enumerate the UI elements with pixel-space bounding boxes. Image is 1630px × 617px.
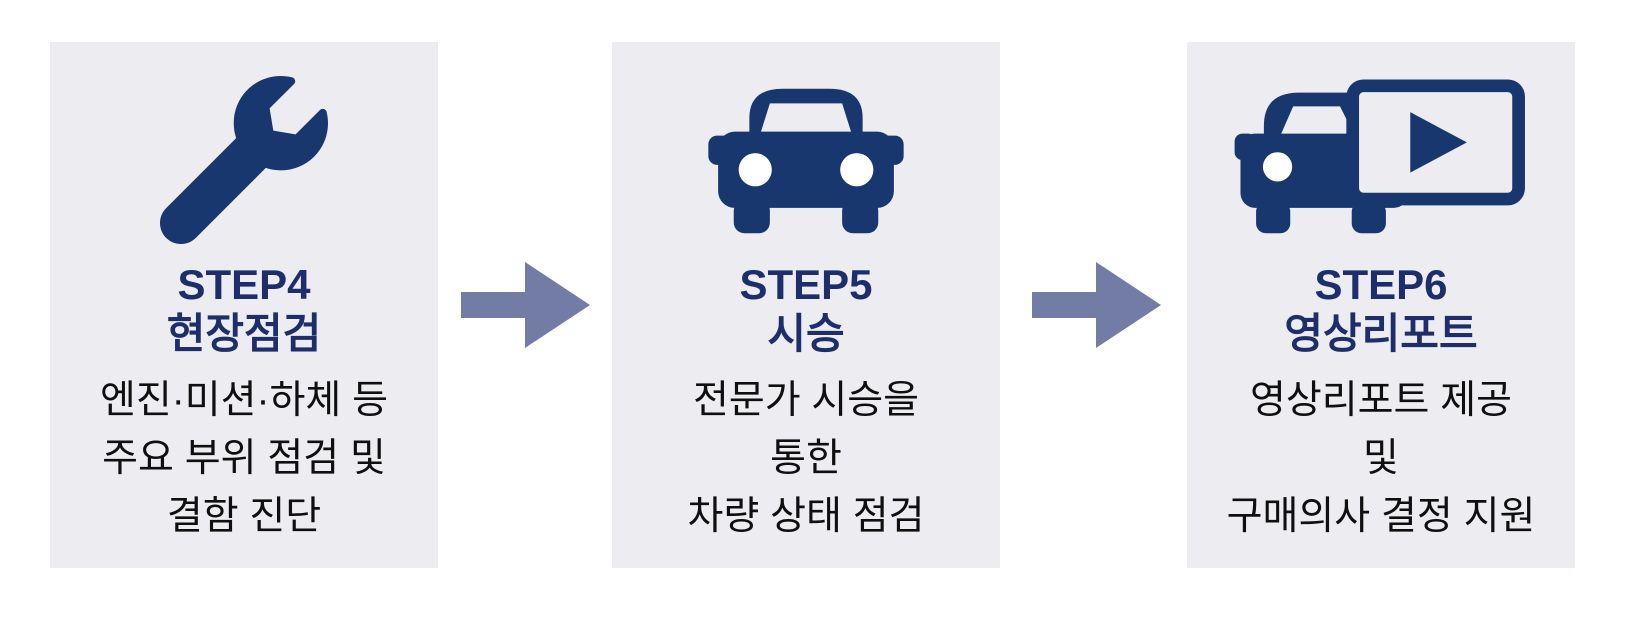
- step-title-line2: 영상리포트: [1284, 310, 1478, 357]
- step-card-step5: STEP5 시승 전문가 시승을 통한 차량 상태 점검: [612, 42, 1000, 568]
- step-title: STEP6 영상리포트: [1187, 260, 1575, 358]
- right-arrow-icon: [1032, 261, 1162, 349]
- step-desc-line: 전문가 시승을: [692, 379, 920, 422]
- step-desc-line: 및: [1363, 437, 1399, 480]
- step-desc-line: 엔진·미션·하체 등: [100, 379, 388, 422]
- step-title-line1: STEP4: [177, 261, 311, 308]
- step-title: STEP4 현장점검: [50, 260, 438, 358]
- step-title: STEP5 시승: [612, 260, 1000, 358]
- car-video-report-icon: [1187, 64, 1575, 256]
- car-icon: [612, 64, 1000, 256]
- wrench-icon: [50, 64, 438, 256]
- step-desc-line: 결함 진단: [166, 495, 322, 538]
- step-description: 영상리포트 제공 및 구매의사 결정 지원: [1187, 372, 1575, 546]
- step-card-step4: STEP4 현장점검 엔진·미션·하체 등 주요 부위 점검 및 결함 진단: [50, 42, 438, 568]
- right-arrow-icon: [461, 261, 591, 349]
- step-title-line1: STEP5: [739, 261, 873, 308]
- step-card-step6: STEP6 영상리포트 영상리포트 제공 및 구매의사 결정 지원: [1187, 42, 1575, 568]
- step-desc-line: 차량 상태 점검: [687, 495, 925, 538]
- step-title-line1: STEP6: [1314, 261, 1448, 308]
- step-title-line2: 시승: [767, 310, 845, 357]
- step-description: 전문가 시승을 통한 차량 상태 점검: [612, 372, 1000, 546]
- step-desc-line: 영상리포트 제공: [1250, 379, 1512, 422]
- step-desc-line: 주요 부위 점검 및: [102, 437, 386, 480]
- step-desc-line: 통한: [770, 437, 842, 480]
- step-title-line2: 현장점검: [166, 310, 322, 357]
- step-desc-line: 구매의사 결정 지원: [1226, 495, 1536, 538]
- step-description: 엔진·미션·하체 등 주요 부위 점검 및 결함 진단: [50, 372, 438, 546]
